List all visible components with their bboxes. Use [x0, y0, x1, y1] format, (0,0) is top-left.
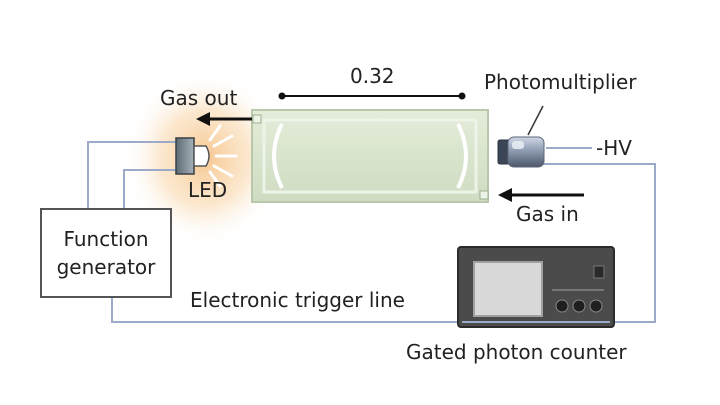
fg-led-wire-bottom: [123, 169, 176, 208]
counter-screen: [473, 261, 543, 317]
label-trigger-line: Electronic trigger line: [190, 288, 405, 312]
counter-indicator: [593, 265, 605, 279]
cell-mirror-left: [272, 123, 284, 189]
label-gas-out: Gas out: [160, 86, 238, 110]
function-generator-label-line1: Function: [63, 227, 149, 251]
counter-knob-3: [589, 299, 603, 313]
cell-length-dimension: [278, 92, 466, 100]
gas-in-arrow: [498, 188, 584, 202]
label-hv: -HV: [596, 136, 632, 160]
pmt-counter-wire: [538, 163, 656, 323]
photomultiplier-pointer: [527, 105, 544, 136]
sample-cell: [251, 109, 489, 203]
label-led: LED: [188, 178, 228, 202]
function-generator-label-line2: generator: [56, 255, 156, 279]
fg-led-wire-top: [87, 141, 176, 208]
led-icon: [175, 124, 238, 188]
cell-port-out: [252, 114, 262, 124]
counter-knob-2: [572, 299, 586, 313]
label-photon-counter: Gated photon counter: [406, 340, 627, 364]
wires: [87, 141, 656, 323]
trigger-line-wire: [111, 298, 470, 323]
photon-counter-device: [457, 246, 615, 328]
counter-knob-1: [555, 299, 569, 313]
label-gas-in: Gas in: [516, 202, 579, 226]
gas-out-arrow: [196, 112, 252, 126]
cell-mirror-right: [456, 123, 468, 189]
label-cell-length: 0.32: [350, 64, 395, 88]
function-generator-box: Function generator: [40, 208, 172, 298]
photomultiplier-icon: [497, 136, 545, 168]
cell-port-in: [479, 190, 489, 200]
label-photomultiplier: Photomultiplier: [484, 70, 637, 94]
